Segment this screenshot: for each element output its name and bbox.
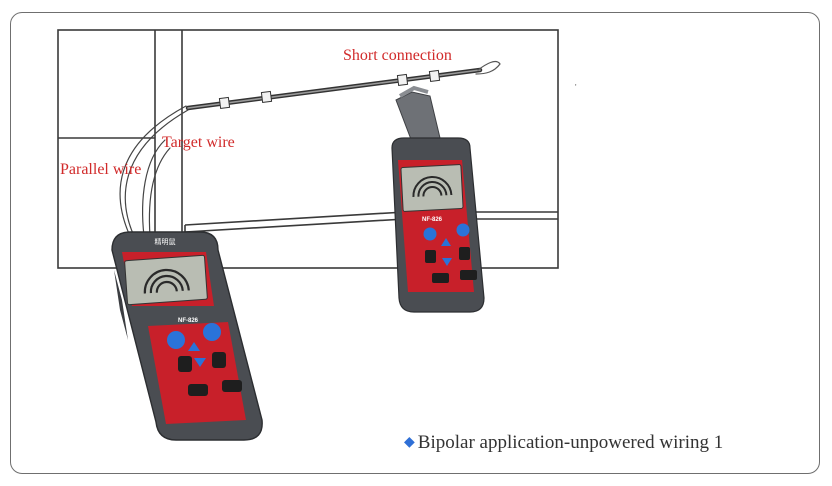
wall-outline xyxy=(57,29,559,269)
receiver-up-button[interactable] xyxy=(441,238,451,246)
transmitter-up-button[interactable] xyxy=(188,342,200,351)
receiver-volume-button[interactable] xyxy=(459,247,470,260)
caption-text: Bipolar application-unpowered wiring 1 xyxy=(417,432,724,453)
parallel-wire-label: Parallel wire xyxy=(60,161,142,178)
receiver-mode-button[interactable] xyxy=(456,223,470,237)
figure-caption: ◆Bipolar application-unpowered wiring 1 xyxy=(404,432,723,454)
target-cable xyxy=(119,60,501,237)
transmitter-sens-button[interactable] xyxy=(222,380,242,392)
receiver-model: NF-826 xyxy=(422,217,443,223)
receiver-light-button[interactable] xyxy=(425,250,436,263)
svg-text:': ' xyxy=(575,83,577,92)
receiver-sens-button[interactable] xyxy=(460,270,477,280)
receiver-down-button[interactable] xyxy=(442,258,452,266)
wall-drawing xyxy=(57,29,559,269)
transmitter-mode-button[interactable] xyxy=(203,323,221,341)
target-wire-label: Target wire xyxy=(162,134,235,151)
bullet-icon: ◆ xyxy=(404,435,415,450)
transmitter-down-button[interactable] xyxy=(194,358,206,367)
transmitter-volume-button[interactable] xyxy=(212,352,226,368)
transmitter-brand: 精明鼠 xyxy=(155,237,176,246)
transmitter-light-button[interactable] xyxy=(178,356,192,372)
receiver-power-button[interactable] xyxy=(423,227,437,241)
receiver-func-button[interactable] xyxy=(432,273,449,283)
transmitter-device: 精明鼠 NF-826 xyxy=(111,231,263,441)
transmitter-model: NF-826 xyxy=(178,318,199,324)
receiver-device: NF-826 xyxy=(391,85,485,313)
short-connection-label: Short connection xyxy=(343,47,452,64)
transmitter-power-button[interactable] xyxy=(167,331,185,349)
transmitter-func-button[interactable] xyxy=(188,384,208,396)
